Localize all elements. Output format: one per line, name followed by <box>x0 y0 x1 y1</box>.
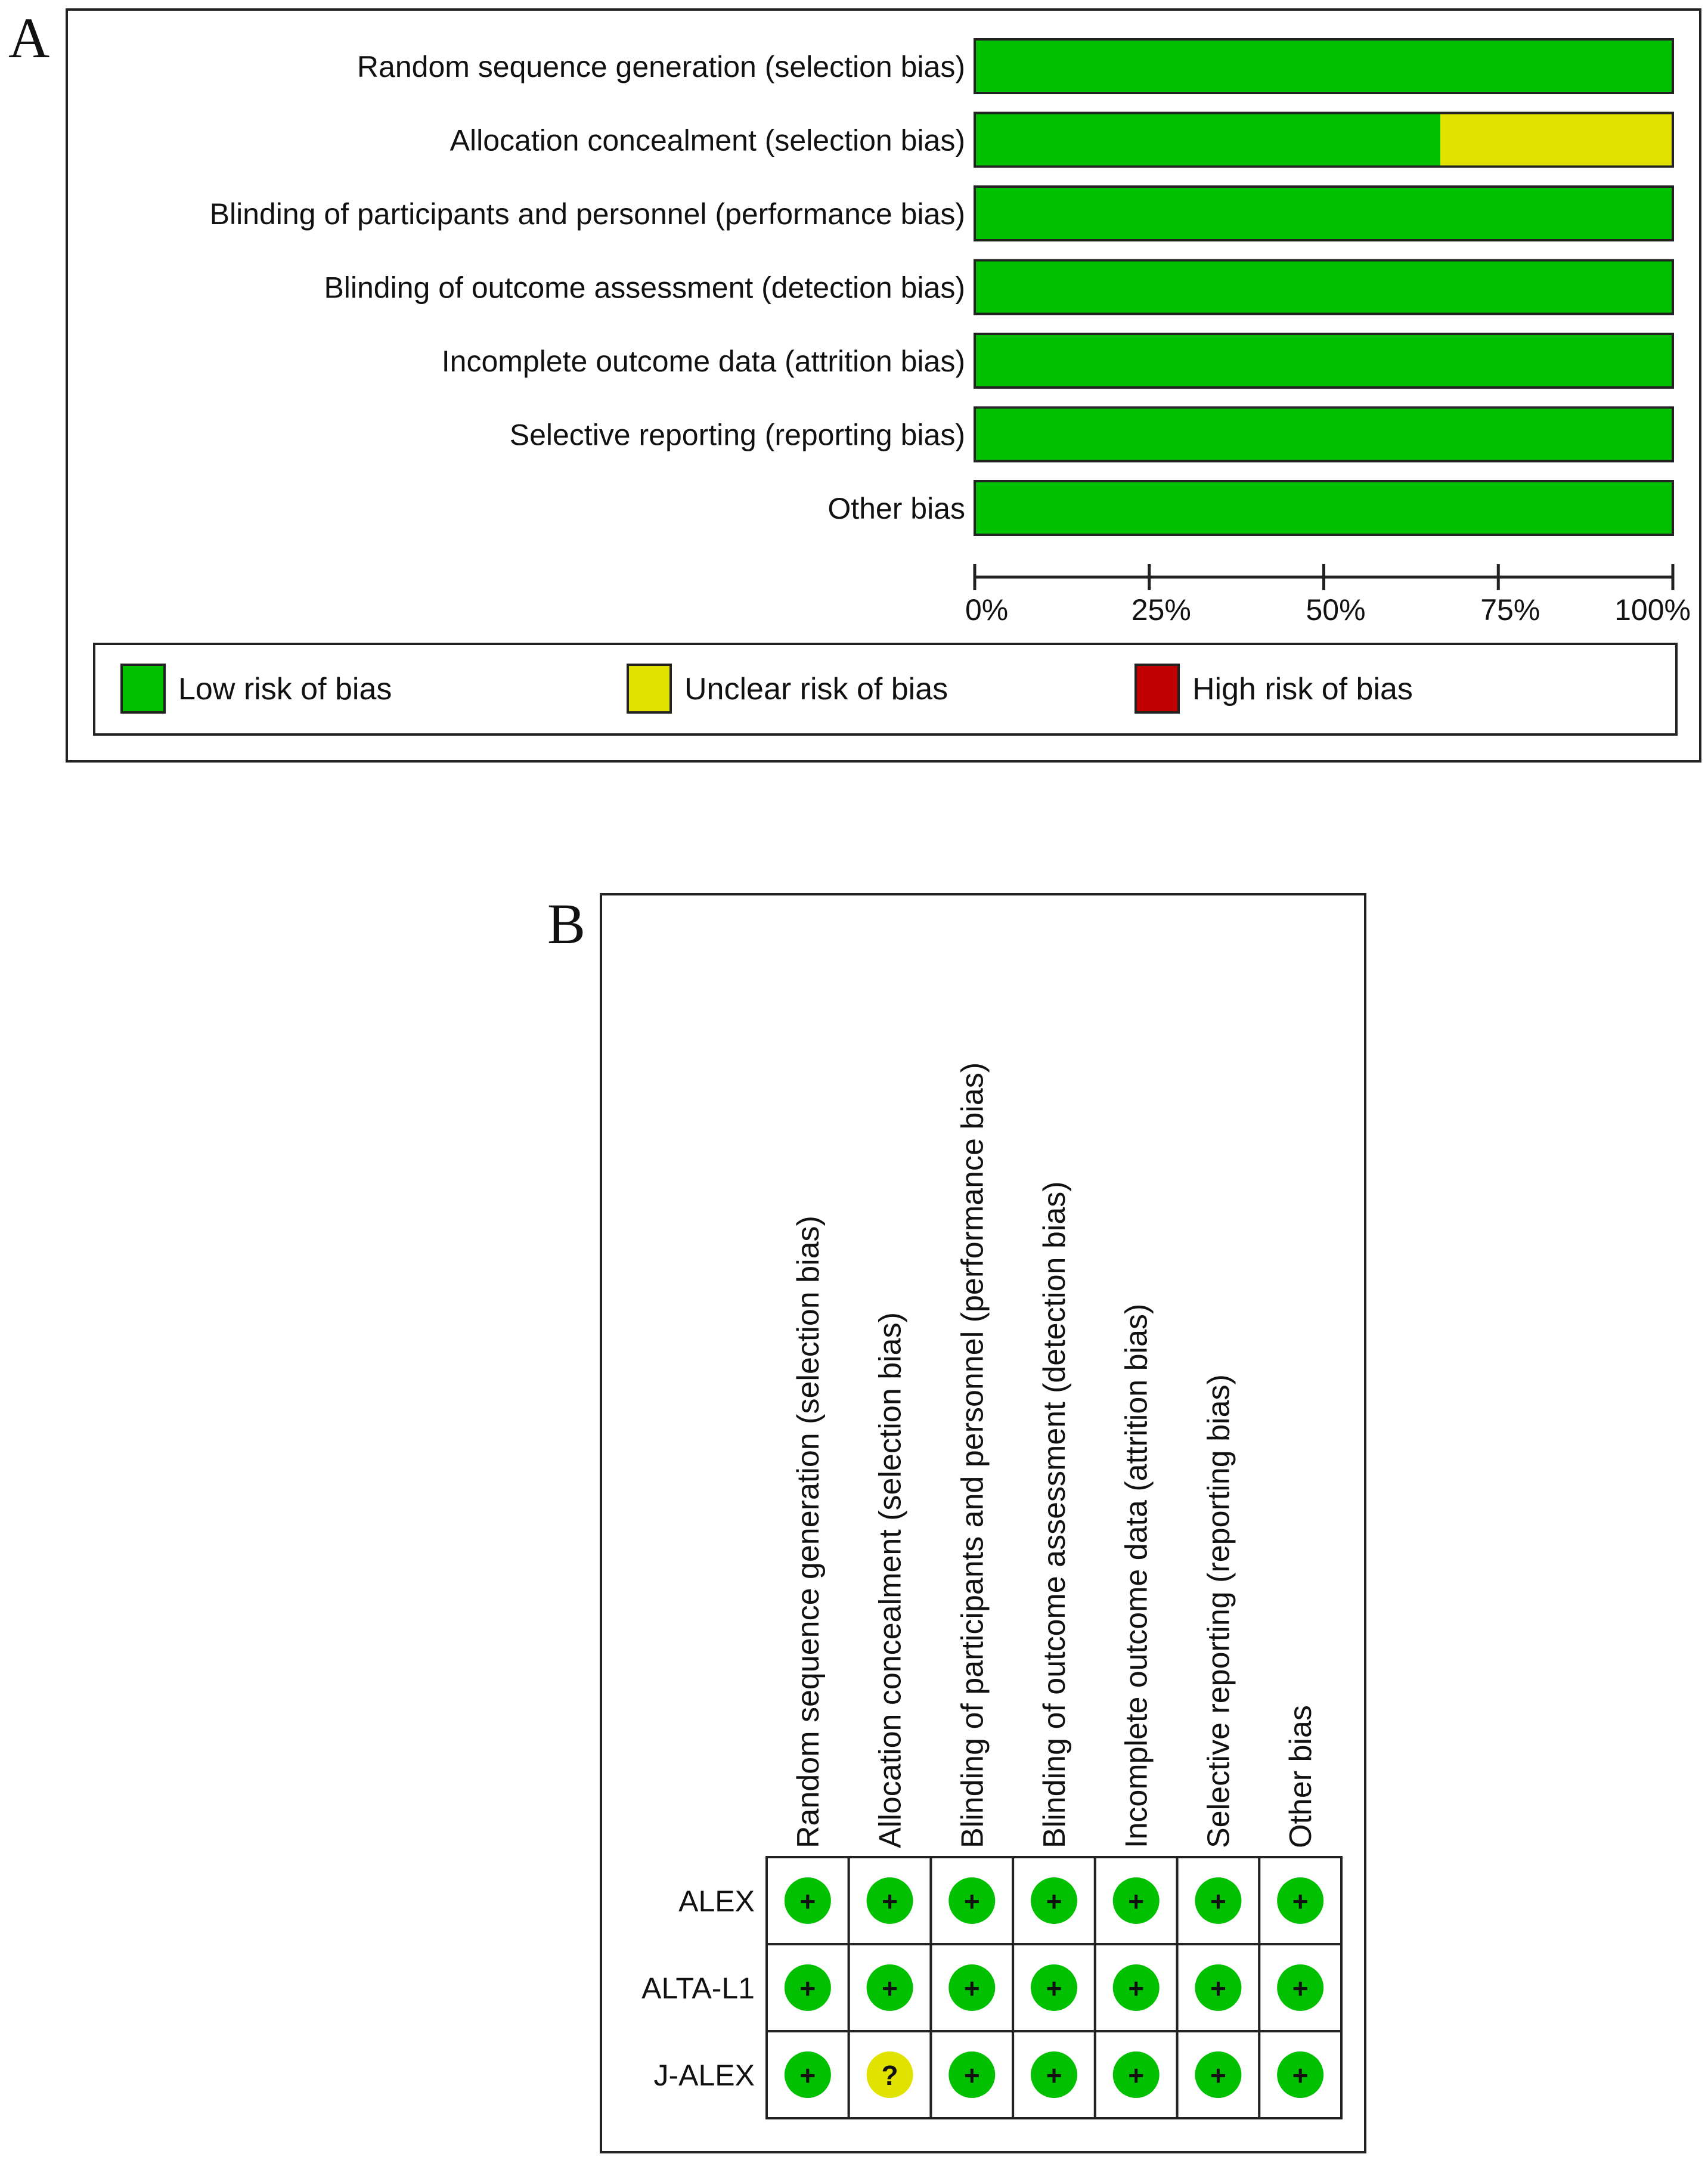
category-label: Selective reporting (reporting bias) <box>510 419 965 452</box>
judgement-circle <box>1031 1877 1077 1924</box>
judgement-circle <box>784 2051 831 2098</box>
bar-segment <box>975 39 1673 93</box>
judgement-circle <box>1277 1964 1324 2011</box>
judgement-circle <box>1031 1964 1077 2011</box>
legend-label: Unclear risk of bias <box>684 672 948 706</box>
judgement-symbol: + <box>1046 2060 1062 2091</box>
judgement-symbol: + <box>799 1973 816 2004</box>
panel-b-frame <box>600 893 1366 2153</box>
judgement-circle <box>948 2051 996 2098</box>
judgement-symbol: + <box>1210 2060 1226 2091</box>
judgement-circle <box>1195 1877 1242 1924</box>
category-label: Blinding of participants and personnel (… <box>210 197 965 231</box>
category-label: Random sequence generation (selection bi… <box>357 50 965 83</box>
judgement-symbol: + <box>964 1886 980 1917</box>
judgement-symbol: + <box>1128 1973 1144 2004</box>
judgement-symbol: + <box>882 1886 898 1917</box>
judgement-symbol: + <box>1210 1973 1226 2004</box>
bar-segment <box>975 113 1441 167</box>
column-header: Incomplete outcome data (attrition bias) <box>1120 1304 1154 1848</box>
bar-segment <box>975 407 1673 461</box>
study-label: ALEX <box>678 1885 755 1918</box>
risk-of-bias-summary-bar-chart: Random sequence generation (selection bi… <box>66 8 1701 763</box>
judgement-symbol: + <box>1292 2060 1309 2091</box>
judgement-symbol: + <box>1292 1886 1309 1917</box>
judgement-symbol: + <box>882 1973 898 2004</box>
column-header: Other bias <box>1284 1705 1318 1848</box>
legend-box <box>93 643 1678 736</box>
judgement-circle <box>948 1877 996 1924</box>
category-label: Other bias <box>827 492 965 525</box>
column-header: Random sequence generation (selection bi… <box>791 1216 826 1848</box>
legend-swatch <box>627 664 672 714</box>
bar-outline <box>974 111 1674 168</box>
bar-outline <box>974 333 1674 389</box>
judgement-symbol: ? <box>882 2060 898 2091</box>
legend-swatch <box>1134 664 1180 714</box>
judgement-circle <box>784 1964 831 2011</box>
judgement-circle <box>1031 2051 1077 2098</box>
judgement-circle <box>1277 1877 1324 1924</box>
judgement-circle <box>1112 2051 1160 2098</box>
judgement-symbol: + <box>799 1886 816 1917</box>
bar-segment <box>1440 113 1673 167</box>
judgement-symbol: + <box>1210 1886 1226 1917</box>
judgement-circle <box>1277 2051 1324 2098</box>
judgement-symbol: + <box>1046 1886 1062 1917</box>
category-label: Allocation concealment (selection bias) <box>450 124 965 157</box>
judgement-circle <box>866 2051 913 2098</box>
study-label: J-ALEX <box>653 2059 755 2092</box>
x-tick-label: 25% <box>1132 593 1191 627</box>
column-header: Blinding of outcome assessment (detectio… <box>1037 1181 1072 1848</box>
judgement-symbol: + <box>1046 1973 1062 2004</box>
bar-segment <box>975 334 1673 388</box>
panel-a-label: A <box>8 6 50 70</box>
category-label: Blinding of outcome assessment (detectio… <box>324 271 965 305</box>
judgement-symbol: + <box>1128 2060 1144 2091</box>
bar-outline <box>974 480 1674 536</box>
judgement-circle <box>1195 2051 1242 2098</box>
judgement-symbol: + <box>1292 1973 1309 2004</box>
bar-segment <box>975 481 1673 535</box>
bar-outline <box>974 185 1674 241</box>
panel-b-label: B <box>547 892 586 956</box>
judgement-symbol: + <box>799 2060 816 2091</box>
judgement-symbol: + <box>964 1973 980 2004</box>
bar-outline <box>974 259 1674 315</box>
judgement-circle <box>1112 1877 1160 1924</box>
legend-swatch <box>120 664 166 714</box>
judgement-symbol: + <box>1128 1886 1144 1917</box>
study-label: ALTA-L1 <box>641 1972 755 2005</box>
judgement-circle <box>948 1964 996 2011</box>
judgement-circle <box>866 1964 913 2011</box>
x-tick-label: 0% <box>965 593 1008 627</box>
panel-a-frame <box>66 8 1701 763</box>
x-tick-label: 75% <box>1480 593 1540 627</box>
bar-segment <box>975 260 1673 314</box>
bar-outline <box>974 38 1674 94</box>
risk-of-bias-table: Random sequence generation (selection bi… <box>600 893 1366 2153</box>
column-header: Blinding of participants and personnel (… <box>955 1062 990 1848</box>
legend-label: High risk of bias <box>1192 672 1413 706</box>
bar-segment <box>975 187 1673 240</box>
judgement-circle <box>866 1877 913 1924</box>
judgement-circle <box>784 1877 831 1924</box>
judgement-symbol: + <box>964 2060 980 2091</box>
category-label: Incomplete outcome data (attrition bias) <box>442 345 965 378</box>
legend-label: Low risk of bias <box>178 672 392 706</box>
x-tick-label: 100% <box>1614 593 1691 627</box>
column-header: Allocation concealment (selection bias) <box>873 1312 908 1848</box>
table-cell <box>1012 2030 1096 2119</box>
x-tick-label: 50% <box>1306 593 1365 627</box>
bar-outline <box>974 406 1674 463</box>
column-header: Selective reporting (reporting bias) <box>1201 1374 1236 1848</box>
judgement-circle <box>1195 1964 1242 2011</box>
judgement-circle <box>1112 1964 1160 2011</box>
